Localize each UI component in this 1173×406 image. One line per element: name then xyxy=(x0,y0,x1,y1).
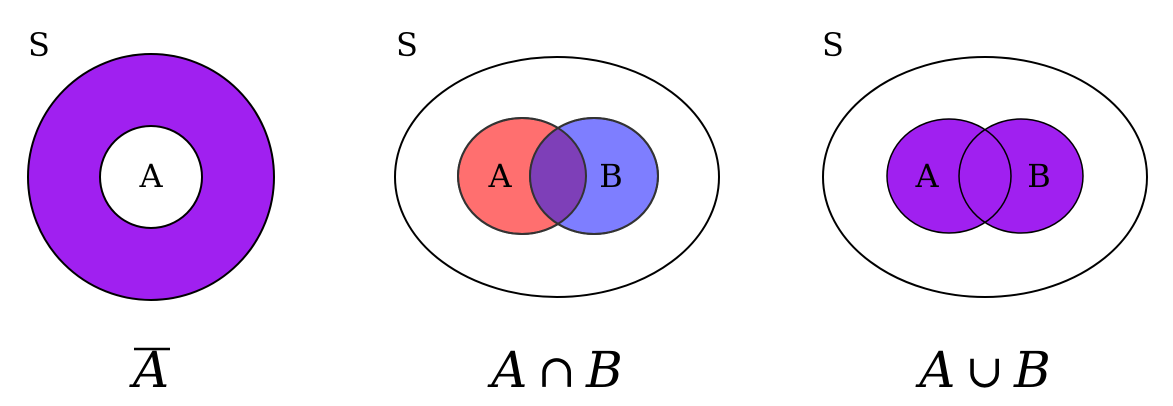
intersection-region xyxy=(530,118,586,234)
universe-label-union: S xyxy=(822,26,844,64)
set-a-outline-intersection xyxy=(457,117,587,235)
panel-intersection: S A B xyxy=(394,26,720,298)
caption-intersection: A∩B xyxy=(487,341,622,399)
set-a-label-intersection: A xyxy=(487,157,512,195)
caption-union-operator: ∪ xyxy=(965,344,1004,398)
caption-intersection-right: B xyxy=(585,341,623,399)
caption-union-left: A xyxy=(915,341,955,399)
universe-label-complement: S xyxy=(28,26,50,64)
set-b-outline-union xyxy=(958,118,1084,234)
set-b-outline-intersection xyxy=(529,117,659,235)
caption-complement: A xyxy=(129,341,170,399)
panel-union: S A B xyxy=(822,26,1148,298)
set-b-label-union: B xyxy=(1027,157,1051,195)
caption-intersection-operator: ∩ xyxy=(537,344,576,398)
universe-label-intersection: S xyxy=(396,26,418,64)
caption-complement-symbol: A xyxy=(129,341,169,399)
set-a-outline-union xyxy=(886,118,1012,234)
set-a-label-complement: A xyxy=(138,157,163,195)
caption-intersection-left: A xyxy=(487,341,527,399)
caption-union-right: B xyxy=(1013,341,1051,399)
caption-union: A∪B xyxy=(915,341,1050,399)
set-b-circle-union xyxy=(959,119,1083,233)
universe-ellipse-union xyxy=(822,56,1148,298)
set-b-label-intersection: B xyxy=(599,157,623,195)
set-a-label-union: A xyxy=(914,157,939,195)
panel-complement: S A xyxy=(26,26,276,301)
universe-ellipse-intersection xyxy=(394,56,720,298)
complement-region xyxy=(26,53,276,301)
